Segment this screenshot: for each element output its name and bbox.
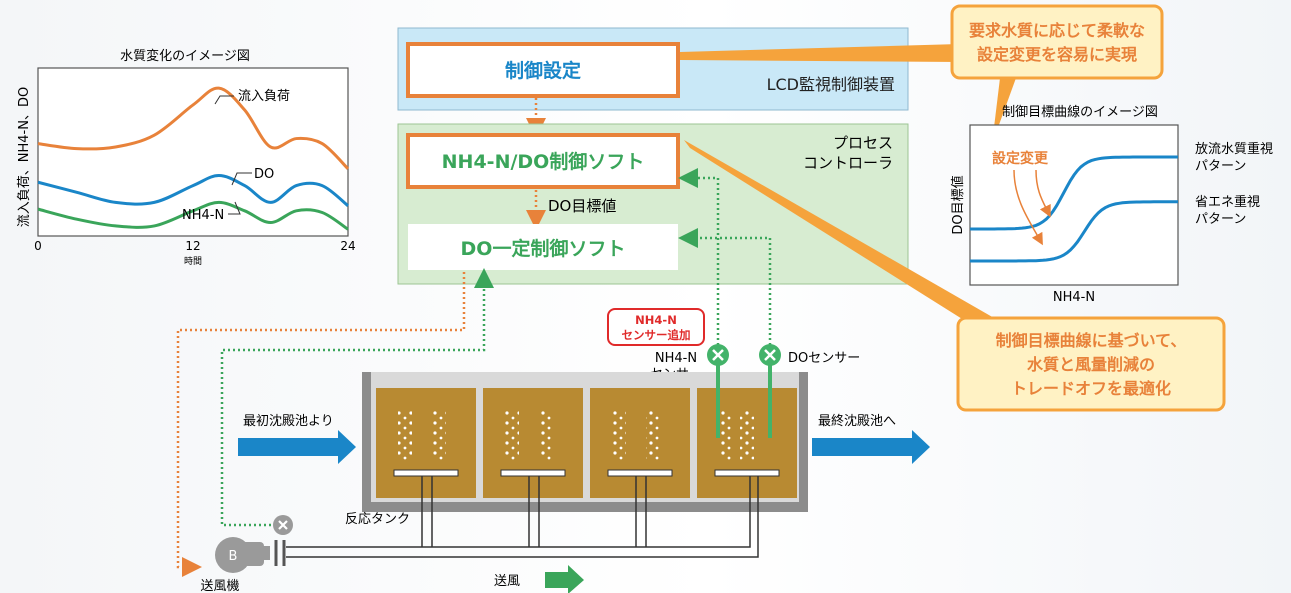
chart2-annotation-arrow-1: [1013, 169, 1043, 246]
chart1-label-load: 流入負荷: [238, 89, 290, 104]
bubbles-1b: [432, 410, 446, 460]
do-sensor-signal: [678, 228, 772, 345]
air-main-pipe: [286, 476, 759, 558]
air-valve-icon: [273, 515, 293, 566]
chart1-ylabel: 流入負荷、NH4-N、DO: [17, 87, 32, 227]
air-branch-2: [528, 476, 540, 547]
bubbles-4a: [719, 410, 733, 460]
chart2-series1-label1: 放流水質重視: [1195, 141, 1273, 157]
do-soft-to-blower-signal: [176, 272, 466, 577]
diffuser-1: [393, 469, 459, 477]
air-branch-3: [635, 476, 647, 547]
chart1-lines: [37, 86, 350, 231]
tank-cell-3: [590, 388, 690, 498]
diffuser-2: [500, 469, 566, 477]
bubbles-1a: [398, 410, 412, 460]
chart2-series-line-0: [970, 155, 1178, 231]
chart1-label-do: DO: [254, 167, 274, 182]
chart1-xlabel: 時間: [184, 256, 202, 267]
chart2-lines: [970, 155, 1178, 263]
badge-line1: NH4-N: [635, 313, 677, 327]
tank-label: 反応タンク: [345, 512, 410, 527]
bubbles-3b: [646, 410, 660, 460]
outflow-arrow: [812, 430, 930, 464]
valve-feedback-signal: [220, 268, 494, 527]
chart1-series-line-2: [37, 200, 349, 231]
process-label-1: プロセス: [833, 134, 893, 152]
blower-icon: [215, 537, 270, 573]
inflow-arrow: [238, 430, 356, 464]
bubbles-2b: [539, 410, 553, 460]
chart1-series-line-1: [37, 174, 349, 207]
control-settings-box: [406, 42, 680, 98]
bubbles-3a: [612, 410, 626, 460]
chart2-series2-label2: パターン: [1195, 212, 1246, 227]
chart1-leader-do: [231, 172, 252, 186]
reaction-tank: [362, 364, 808, 512]
water-quality-chart: 水質変化のイメージ図 流入負荷、NH4-N、DO 0 12 24 時間 流入負荷…: [17, 48, 356, 267]
do-sensor-icon: [759, 344, 781, 366]
lcd-panel-label: LCD監視制御装置: [767, 75, 895, 94]
diffuser-4: [714, 469, 780, 477]
chart1-leader-load: [214, 95, 234, 105]
chart2-annotation-arrow-2: [1035, 169, 1051, 218]
chart2-xlabel: NH4-N: [1053, 290, 1095, 305]
air-flow-arrow: [545, 565, 584, 593]
outflow-label: 最終沈殿池へ: [818, 413, 896, 429]
nh4-do-control-soft-box: [406, 133, 680, 189]
process-label-2: コントローラ: [803, 154, 893, 172]
top-callout-pointer: [680, 44, 960, 62]
bottom-callout-line2: 水質と風量削減の: [1027, 355, 1155, 374]
bottom-callout-pointer: [684, 140, 1008, 344]
do-target-label: DO目標値: [548, 197, 616, 215]
chart1-xtick-12: 12: [185, 239, 200, 253]
top-callout-line2: 設定変更を容易に実現: [977, 45, 1137, 64]
chart1-xtick-24: 24: [340, 239, 355, 253]
air-piping: [286, 476, 759, 558]
nh4-do-control-soft-label: NH4-N/DO制御ソフト: [442, 150, 645, 173]
nh4-sensor-signal: [678, 168, 720, 345]
blower-letter: B: [229, 549, 238, 564]
do-sensor-label: DOセンサー: [788, 351, 860, 366]
top-callout-line1: 要求水質に応じて柔軟な: [969, 21, 1145, 40]
chart2-title: 制御目標曲線のイメージ図: [1002, 104, 1158, 120]
do-constant-control-soft-label: DO一定制御ソフト: [461, 237, 626, 260]
chart1-title: 水質変化のイメージ図: [120, 48, 250, 64]
bubbles-4b: [740, 410, 754, 460]
inflow-label: 最初沈殿池より: [243, 414, 334, 429]
chart1-label-nh4: NH4-N: [182, 208, 224, 223]
chart1-plot-area: [37, 67, 349, 237]
blower-label: 送風機: [200, 579, 239, 593]
do-constant-control-soft-box: [408, 224, 678, 270]
chart1-leader-nh4: [228, 201, 241, 215]
bottom-callout-line1: 制御目標曲線に基づいて、: [996, 331, 1187, 350]
tank-cell-1: [376, 388, 476, 498]
control-target-curve-chart: 制御目標曲線のイメージ図 DO目標値 NH4-N 設定変更 放流水質重視 パター…: [950, 104, 1273, 305]
chart2-annotation: 設定変更: [992, 150, 1049, 167]
tank-cell-2: [483, 388, 583, 498]
bottom-callout: [956, 316, 1226, 412]
nh4-sensor-label-1: NH4-N: [655, 351, 697, 366]
chart2-plot-area: [969, 124, 1179, 286]
badge-line2: センサー追加: [622, 328, 691, 342]
air-label: 送風: [494, 574, 520, 589]
chart2-ylabel: DO目標値: [950, 175, 966, 234]
air-branch-1: [421, 476, 433, 547]
nh4-sensor-icon: [707, 344, 729, 366]
chart2-series-line-1: [970, 200, 1178, 263]
chart2-series2-label1: 省エネ重視: [1195, 194, 1260, 210]
chart1-xtick-0: 0: [34, 239, 42, 253]
chart2-series1-label2: パターン: [1195, 159, 1246, 174]
diffuser-3: [607, 469, 673, 477]
chart1-series-line-0: [37, 86, 350, 170]
top-callout: [950, 4, 1164, 80]
nh4-sensor-added-badge: [607, 308, 705, 346]
bottom-callout-line3: トレードオフを最適化: [1011, 379, 1171, 398]
bubbles-2a: [505, 410, 519, 460]
control-settings-label: 制御設定: [505, 59, 581, 82]
